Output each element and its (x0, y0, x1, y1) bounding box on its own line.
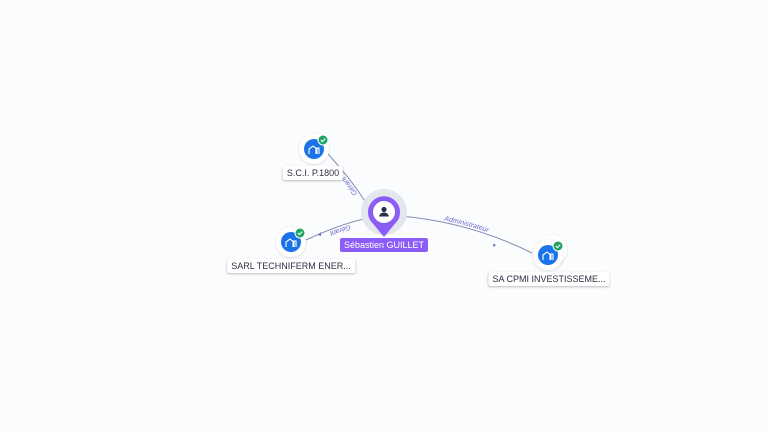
verified-check-icon (317, 134, 329, 146)
edge-administrateur-sa (399, 215, 533, 254)
person-label[interactable]: Sébastien GUILLET (339, 238, 429, 252)
company-label-sarl[interactable]: SARL TECHNIFERM ENER... (227, 259, 355, 273)
company-node-sa[interactable] (533, 235, 567, 270)
building-icon (308, 145, 320, 154)
edge-label-sa: Administrateur (443, 215, 490, 234)
verified-check-icon (294, 227, 306, 239)
edge-arrow-sarl (318, 232, 321, 236)
company-label-sa[interactable]: SA CPMI INVESTISSEME... (488, 272, 610, 286)
edge-label-sarl: Gérant (328, 223, 351, 237)
edge-arrow-sa (493, 243, 496, 247)
company-node-sci[interactable] (299, 134, 329, 164)
company-node-sarl[interactable] (276, 227, 306, 257)
person-icon (379, 206, 389, 217)
person-node[interactable] (361, 189, 407, 237)
building-icon (542, 251, 554, 260)
company-label-sci[interactable]: S.C.I. P.1800 (282, 166, 344, 180)
verified-check-icon (552, 240, 564, 252)
building-icon (285, 238, 297, 247)
